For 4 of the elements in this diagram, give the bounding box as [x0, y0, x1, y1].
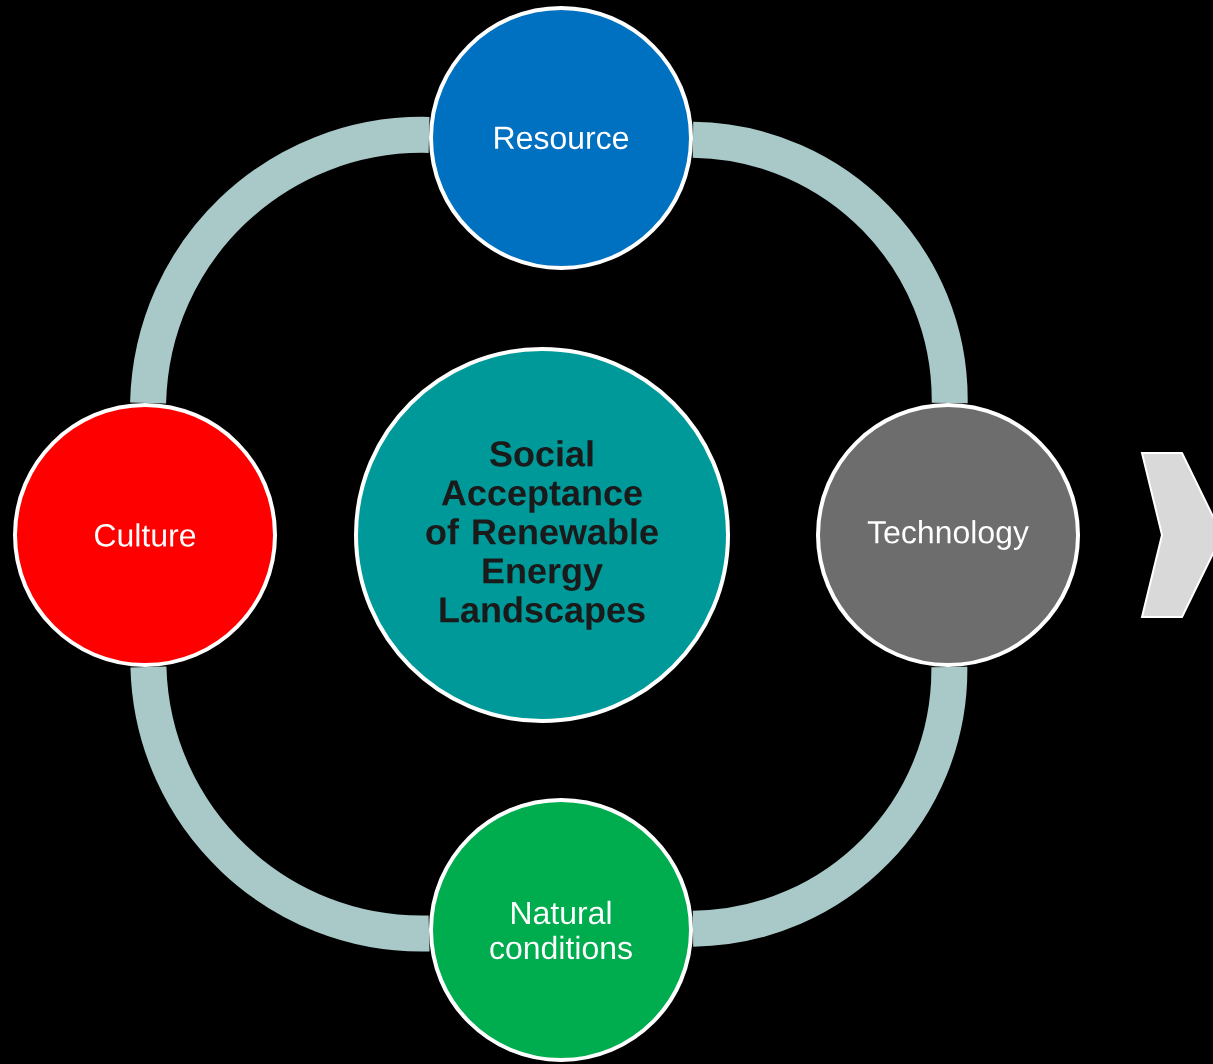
ring-segment: [691, 665, 968, 947]
ring-segment: [130, 116, 430, 405]
ring-segment: [130, 665, 430, 952]
ring-segment: [691, 121, 968, 404]
